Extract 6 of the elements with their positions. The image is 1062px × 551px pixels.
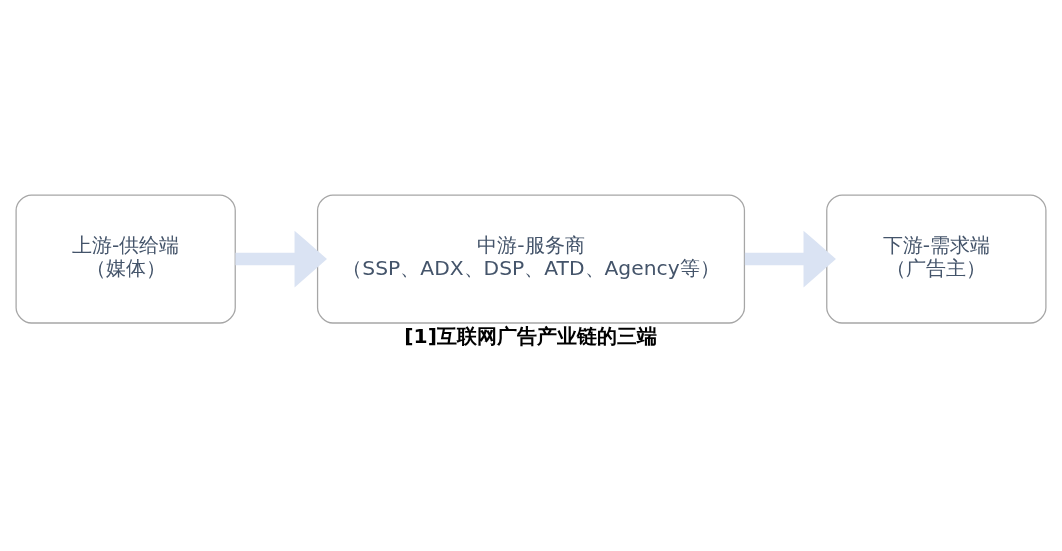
node-box: 中游-服务商 （SSP、ADX、DSP、ATD、Agency等） [316, 194, 746, 324]
node-box: 下游-需求端 （广告主） [826, 194, 1047, 324]
arrow [235, 230, 327, 288]
caption: [1]互联网广告产业链的三端 [404, 324, 657, 349]
arrow [744, 230, 836, 288]
node-box: 上游-供给端 （媒体） [15, 194, 236, 324]
